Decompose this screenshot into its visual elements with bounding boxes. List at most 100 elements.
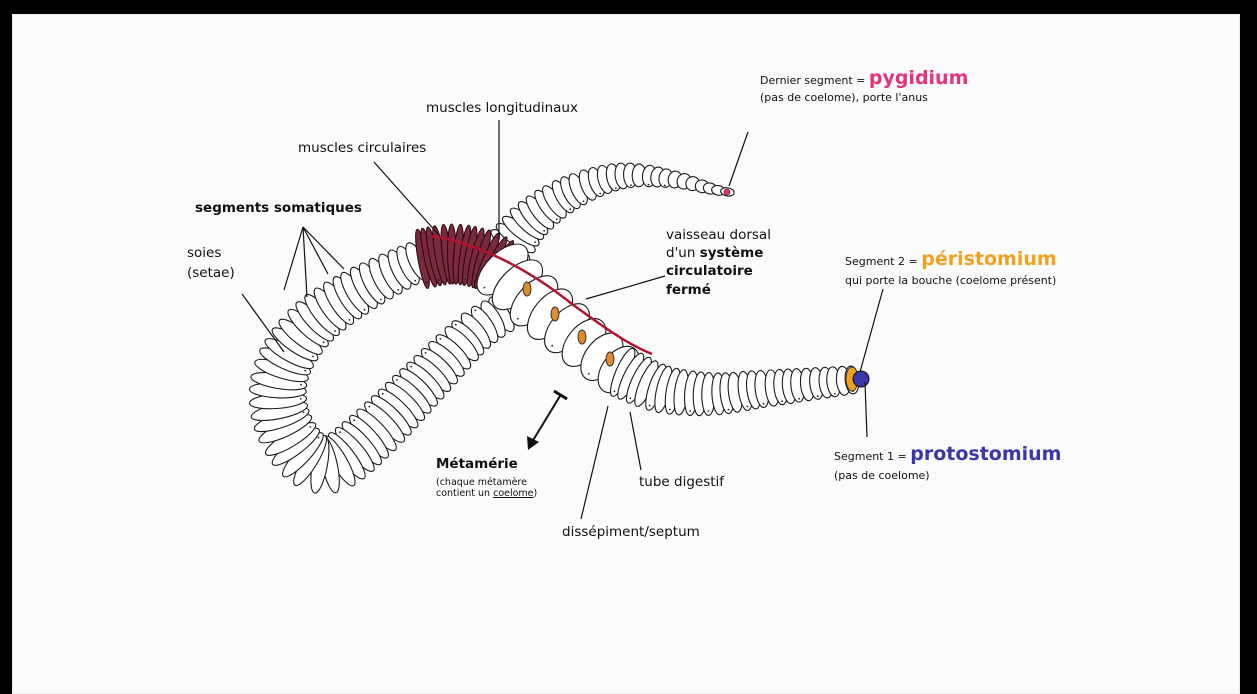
- seta-dot: [334, 330, 336, 332]
- seta-dot: [455, 277, 457, 279]
- seta-dot: [425, 352, 427, 354]
- seta-dot: [798, 398, 800, 400]
- seta-dot: [410, 366, 412, 368]
- label-vaisseau-dorsal: vaisseau dorsal d'un système circulatoir…: [666, 226, 771, 299]
- vaisseau-line2-bold: système: [700, 245, 764, 261]
- seta-dot: [569, 208, 571, 210]
- vaisseau-line2: d'un système: [666, 244, 771, 262]
- seta-dot: [583, 200, 585, 202]
- leader-soies: [242, 294, 284, 352]
- seta-dot: [588, 373, 590, 375]
- seta-dot: [318, 437, 320, 439]
- metamerie-note2-prefix: contient un: [436, 488, 493, 499]
- seta-dot: [728, 409, 730, 411]
- seta-dot: [534, 241, 536, 243]
- leader-protostomium: [865, 382, 867, 437]
- leader-tube-digestif: [630, 412, 641, 470]
- seta-dot: [349, 319, 351, 321]
- leader-segments-4: [303, 227, 344, 269]
- seta-dot: [455, 324, 457, 326]
- seta-dot: [747, 406, 749, 408]
- seta-dot: [438, 279, 440, 281]
- label-metamerie: Métamérie: [436, 457, 518, 473]
- pygidium-note: (pas de coelome), porte l'anus: [760, 92, 928, 105]
- seta-dot: [323, 341, 325, 343]
- gut-cross-section: [523, 282, 531, 296]
- earthworm-illustration: [12, 14, 1240, 694]
- vaisseau-line3: circulatoire: [666, 262, 771, 280]
- seta-dot: [551, 345, 553, 347]
- leader-muscles-circulaires: [374, 162, 438, 234]
- seta-dot: [517, 318, 519, 320]
- seta-dot: [689, 410, 691, 412]
- label-segment2: Segment 2 = péristomium: [845, 249, 1057, 271]
- pygidium-term: pygidium: [869, 67, 969, 89]
- peristomium-note: qui porte la bouche (coelome présent): [845, 275, 1056, 288]
- seta-dot: [304, 370, 306, 372]
- seta-dot: [380, 299, 382, 301]
- soies-line1: soies: [187, 246, 235, 262]
- seta-dot: [439, 338, 441, 340]
- label-segment1: Segment 1 = protostomium: [834, 444, 1061, 466]
- label-segments-somatiques: segments somatiques: [195, 201, 362, 217]
- head-section: [606, 346, 860, 416]
- metamerie-note1: (chaque métamère: [436, 477, 537, 488]
- seta-dot: [614, 391, 616, 393]
- leader-vaisseau: [586, 276, 665, 299]
- label-soies: soies (setae): [187, 246, 235, 281]
- seta-dot: [353, 419, 355, 421]
- seta-dot: [781, 400, 783, 402]
- segment1-prefix: Segment 1 =: [834, 450, 910, 463]
- seta-dot: [817, 395, 819, 397]
- label-muscles-longitudinaux: muscles longitudinaux: [426, 101, 578, 117]
- seta-dot: [599, 193, 601, 195]
- gut-cross-section: [551, 307, 559, 321]
- metamerie-note: (chaque métamère contient un coelome): [436, 477, 537, 500]
- metamerie-note2-suffix: ): [534, 488, 538, 499]
- seta-dot: [664, 185, 666, 187]
- vaisseau-line4: fermé: [666, 281, 771, 299]
- seta-dot: [464, 279, 466, 281]
- label-tube-digestif: tube digestif: [639, 475, 724, 491]
- seta-dot: [312, 356, 314, 358]
- seta-dot: [648, 184, 650, 186]
- coelome-link: coelome: [493, 488, 533, 499]
- seta-dot: [615, 187, 617, 189]
- seta-dot: [339, 431, 341, 433]
- label-dernier-segment: Dernier segment = pygidium: [760, 68, 968, 90]
- gut-cross-section: [606, 352, 614, 366]
- leader-peristomium: [860, 289, 883, 372]
- diagram-canvas: Dernier segment = pygidium (pas de coelo…: [12, 14, 1240, 694]
- seta-dot: [300, 384, 302, 386]
- leader-segments-3: [303, 227, 328, 274]
- vaisseau-line1: vaisseau dorsal: [666, 226, 771, 244]
- segment2-prefix: Segment 2 =: [845, 255, 921, 268]
- seta-dot: [669, 409, 671, 411]
- seta-dot: [834, 393, 836, 395]
- seta-dot: [474, 309, 476, 311]
- seta-dot: [629, 397, 631, 399]
- vaisseau-line2-prefix: d'un: [666, 245, 700, 261]
- metamerie-arrow-head: [527, 436, 539, 450]
- seta-dot: [630, 184, 632, 186]
- seta-dot: [414, 280, 416, 282]
- seta-dot: [300, 398, 302, 400]
- pygidium-segment: [724, 189, 730, 195]
- seta-dot: [649, 405, 651, 407]
- leader-pygidium: [729, 132, 748, 186]
- protostomium-segment: [853, 371, 869, 387]
- leader-segments-1: [284, 227, 303, 290]
- seta-dot: [303, 411, 305, 413]
- leader-dissepiment: [581, 406, 608, 519]
- seta-dot: [708, 410, 710, 412]
- metamerie-note2: contient un coelome): [436, 488, 537, 499]
- metamerie-arrow-bar: [554, 391, 567, 399]
- metamerie-arrow-line: [532, 396, 560, 442]
- peristomium-term: péristomium: [921, 248, 1056, 270]
- seta-dot: [484, 287, 486, 289]
- seta-dot: [543, 230, 545, 232]
- seta-dot: [396, 379, 398, 381]
- label-muscles-circulaires: muscles circulaires: [298, 141, 426, 157]
- dernier-segment-prefix: Dernier segment =: [760, 74, 869, 87]
